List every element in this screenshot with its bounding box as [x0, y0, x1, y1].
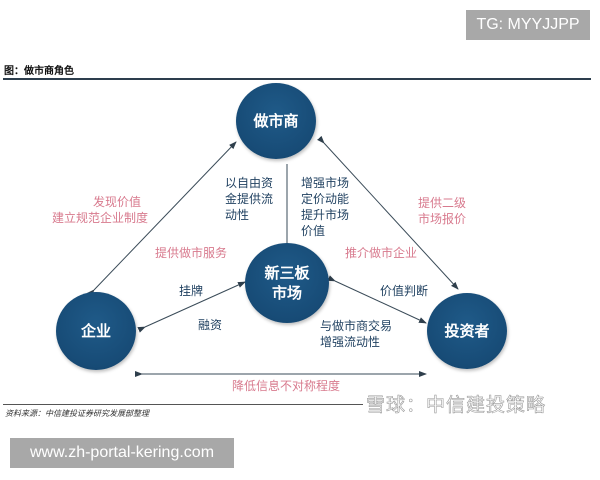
label-trade-liquidity: 与做市商交易 增强流动性: [320, 319, 393, 349]
url-badge: www.zh-portal-kering.com: [10, 438, 234, 468]
watermark: 雪球：中信建投策略: [366, 394, 547, 417]
label-maker-liquidity: 以自由资 金提供流 动性: [225, 176, 274, 222]
arrow-maker-investor: [317, 135, 459, 290]
arrow-company-neeq: [137, 281, 246, 333]
title-divider: [3, 78, 591, 80]
label-listing: 挂牌: [179, 284, 204, 298]
figure-title: 图：做市商角色: [4, 66, 74, 77]
label-value-judgment: 价值判断: [380, 284, 429, 298]
label-discover-value: 发现价值: [93, 195, 142, 209]
tg-badge: TG: MYYJJPP: [466, 10, 590, 40]
source-note: 资料来源：中信建投证券研究发展部整理: [5, 409, 149, 418]
node-company: 企业: [56, 292, 136, 370]
label-recommend-companies: 推介做市企业: [345, 246, 418, 260]
node-neeq-market: 新三板 市场: [245, 243, 329, 323]
arrow-company-maker: [86, 141, 237, 298]
node-market-maker: 做市商: [236, 83, 316, 159]
source-divider: [3, 404, 363, 405]
label-financing: 融资: [198, 318, 223, 332]
label-build-standards: 建立规范企业制度: [52, 211, 149, 225]
node-investor: 投资者: [427, 293, 507, 369]
label-maker-market-value: 增强市场 定价动能 提升市场 价值: [301, 176, 350, 238]
arrow-neeq-investor: [327, 275, 427, 324]
label-reduce-info-asymmetry: 降低信息不对称程度: [232, 379, 341, 393]
label-secondary-quotes: 提供二级 市场报价: [418, 196, 467, 226]
label-provide-service: 提供做市服务: [155, 246, 228, 260]
